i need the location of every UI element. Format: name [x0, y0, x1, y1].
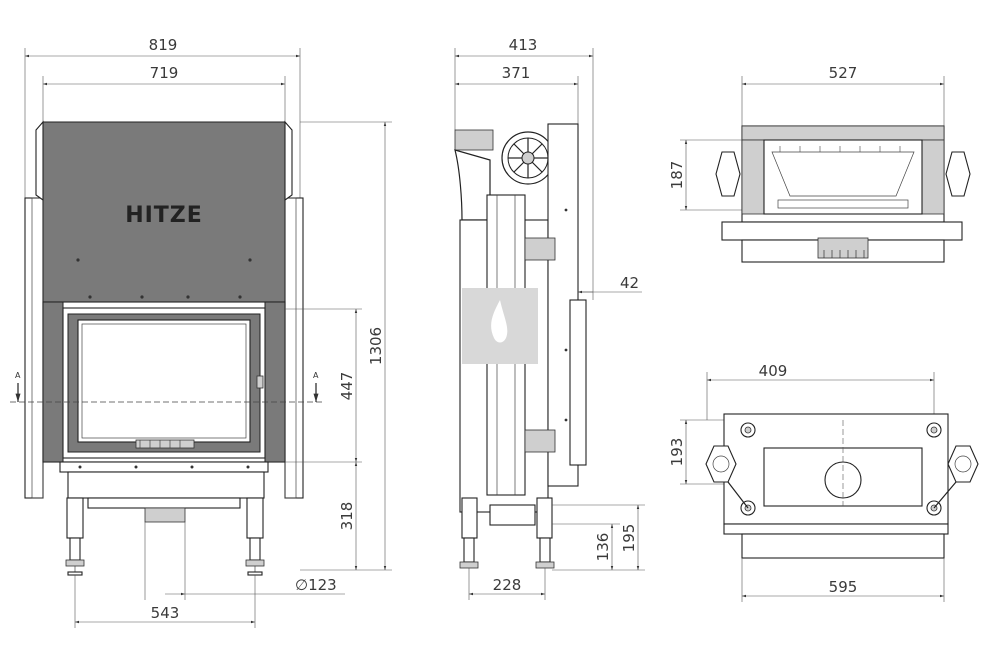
bottom-right-hex-nut-icon — [947, 445, 979, 483]
dim-label-leg-spacing: 543 — [151, 604, 180, 622]
dim-label-flue-diameter: ∅123 — [295, 576, 337, 594]
dim-top-width: 527 — [741, 64, 945, 126]
dim-label-width-overall: 819 — [149, 36, 178, 54]
dim-depth-body: 371 — [455, 64, 579, 124]
brand-logo: HITZE — [125, 203, 203, 228]
top-view: 527 187 — [668, 64, 971, 263]
dim-label-depth-overall: 413 — [509, 36, 538, 54]
dim-base-width: 595 — [741, 558, 945, 602]
dim-width-overall: 819 — [24, 36, 301, 200]
dim-label-height-136: 136 — [594, 533, 612, 562]
dim-label-height-overall: 1306 — [367, 327, 385, 365]
dim-label-top-depth: 187 — [668, 161, 686, 190]
door-glass — [77, 319, 251, 443]
leg-right — [245, 497, 265, 576]
dim-leg-spacing: 543 — [74, 575, 256, 628]
dim-label-height-195: 195 — [620, 524, 638, 553]
dim-flue-diameter: ∅123 — [144, 522, 345, 600]
dim-label-base-width: 595 — [829, 578, 858, 596]
bottom-view: 409 193 595 — [668, 362, 979, 602]
dim-height-136: 136 — [552, 523, 620, 570]
flue-collar — [144, 507, 186, 523]
dim-label-frame-offset: 42 — [620, 274, 639, 292]
dim-label-bottom-depth: 193 — [668, 438, 686, 467]
right-hex-nut-icon — [945, 151, 971, 197]
dim-frame-offset: 42 — [578, 274, 642, 294]
right-side-panel — [284, 197, 304, 499]
door-handle — [135, 439, 195, 449]
left-side-panel — [24, 197, 44, 499]
front-view: 819 719 HITZE — [10, 36, 392, 628]
dim-label-depth-body: 371 — [502, 64, 531, 82]
top-front-frame — [721, 221, 963, 241]
dim-label-bottom-width: 409 — [759, 362, 788, 380]
side-view: 413 371 — [454, 36, 645, 600]
fan-icon — [501, 131, 555, 185]
dim-top-depth: 187 — [668, 139, 742, 211]
section-mark-right: A — [313, 371, 319, 380]
dim-label-door-height: 447 — [338, 372, 356, 401]
dim-base-height: 318 — [338, 462, 358, 570]
left-hex-nut-icon — [715, 151, 741, 197]
ash-bar — [59, 461, 269, 473]
dim-depth-overall: 413 — [454, 36, 594, 300]
side-bracket-top — [524, 237, 556, 261]
section-mark-left: A — [15, 371, 21, 380]
dim-width-body: 719 — [42, 64, 286, 122]
dim-label-base-height: 318 — [338, 502, 356, 531]
dim-door-height: 447 — [285, 308, 362, 463]
dim-label-top-width: 527 — [829, 64, 858, 82]
dim-height-195: 195 — [552, 504, 645, 571]
front-base — [67, 471, 265, 499]
flue-outlet — [454, 129, 494, 151]
side-bracket-bottom — [524, 429, 556, 453]
front-hood — [42, 121, 286, 303]
top-grille — [817, 237, 869, 259]
dim-leg-depth: 228 — [468, 568, 546, 600]
side-base-tray — [489, 504, 536, 526]
leg-left — [65, 497, 85, 576]
dim-label-width-body: 719 — [150, 64, 179, 82]
dim-height-overall: 1306 — [300, 121, 392, 571]
dim-label-leg-depth: 228 — [493, 576, 522, 594]
door-latch — [256, 375, 264, 389]
bottom-base-plate — [741, 533, 945, 559]
dim-bottom-width: 409 — [706, 362, 935, 420]
